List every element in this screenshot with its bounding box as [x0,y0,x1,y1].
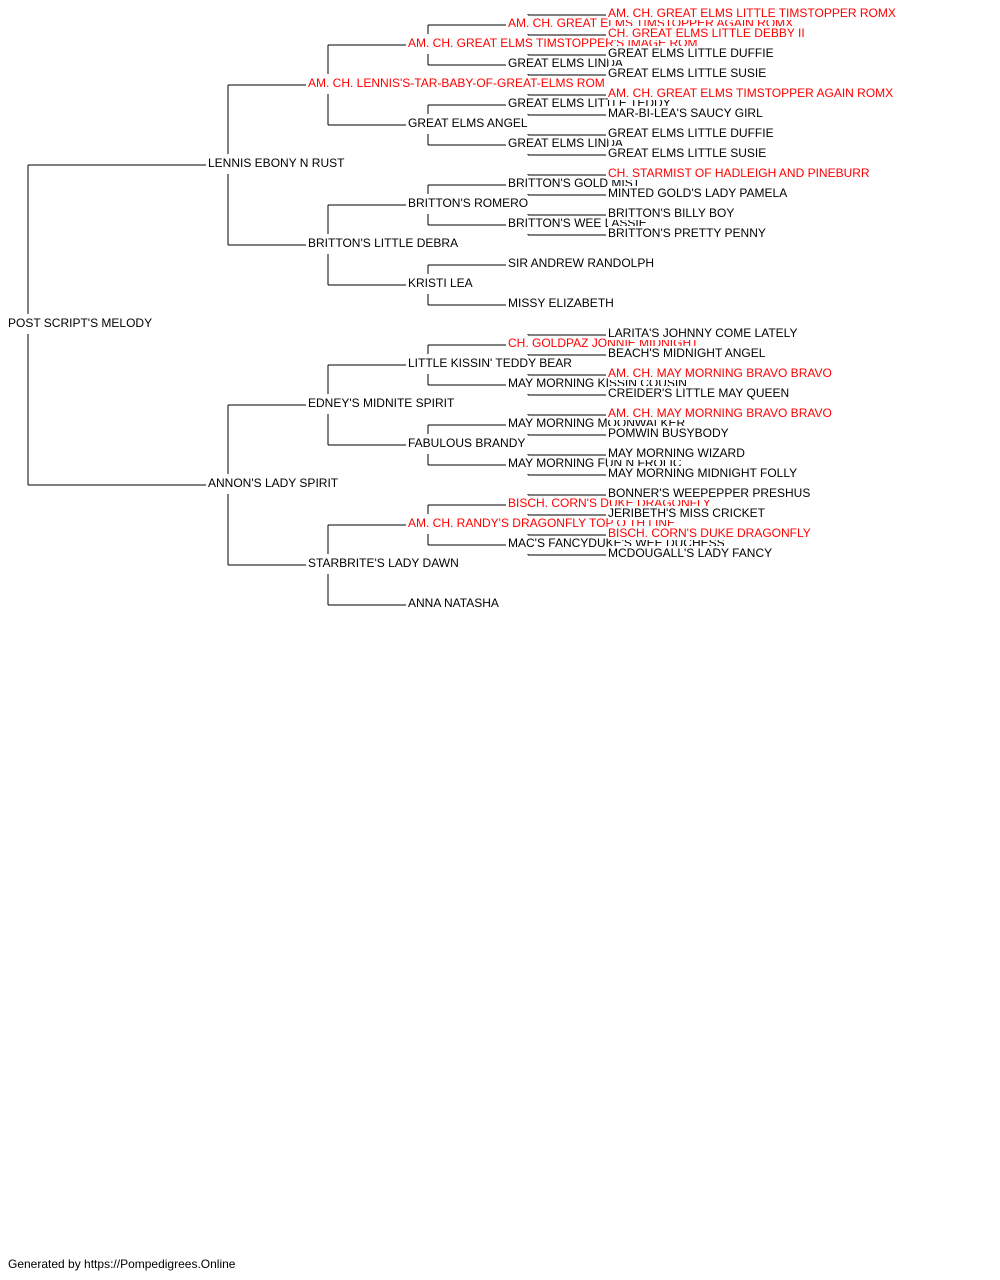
pedigree-name: BRITTON'S PRETTY PENNY [608,226,766,240]
pedigree-name: AM. CH. LENNIS'S-TAR-BABY-OF-GREAT-ELMS … [308,76,605,90]
pedigree-name: GREAT ELMS LITTLE SUSIE [608,146,767,160]
pedigree-name: AM. CH. GREAT ELMS LITTLE TIMSTOPPER ROM… [608,6,896,20]
pedigree-name: BISCH. CORN'S DUKE DRAGONFLY [608,526,811,540]
pedigree-name: GREAT ELMS LITTLE DUFFIE [608,126,774,140]
pedigree-name: MINTED GOLD'S LADY PAMELA [608,186,788,200]
footer-credit: Generated by https://Pompedigrees.Online [8,1257,236,1271]
pedigree-name: ANNA NATASHA [408,596,499,610]
pedigree-name: LARITA'S JOHNNY COME LATELY [608,326,798,340]
pedigree-name: BRITTON'S LITTLE DEBRA [308,236,459,250]
pedigree-name: JERIBETH'S MISS CRICKET [608,506,765,520]
pedigree-name: MISSY ELIZABETH [508,296,614,310]
pedigree-name: MAY MORNING MIDNIGHT FOLLY [608,466,798,480]
pedigree-name: CH. STARMIST OF HADLEIGH AND PINEBURR [608,166,870,180]
pedigree-name: AM. CH. GREAT ELMS TIMSTOPPER AGAIN ROMX [608,86,894,100]
pedigree-name: LENNIS EBONY N RUST [208,156,345,170]
pedigree-name: AM. CH. MAY MORNING BRAVO BRAVO [608,366,832,380]
pedigree-name: GREAT ELMS LINDA [508,56,623,70]
pedigree-name: SIR ANDREW RANDOLPH [508,256,655,270]
pedigree-name: BRITTON'S BILLY BOY [608,206,735,220]
pedigree-name: MCDOUGALL'S LADY FANCY [608,546,773,560]
pedigree-name: BRITTON'S ROMERO [408,196,529,210]
pedigree-name: GREAT ELMS ANGEL [408,116,528,130]
pedigree-name: POMWIN BUSYBODY [608,426,729,440]
pedigree-name: AM. CH. MAY MORNING BRAVO BRAVO [608,406,832,420]
pedigree-name: MAY MORNING WIZARD [608,446,745,460]
pedigree-name: GREAT ELMS LITTLE DUFFIE [608,46,774,60]
pedigree-name: BONNER'S WEEPEPPER PRESHUS [608,486,811,500]
pedigree-name: STARBRITE'S LADY DAWN [308,556,459,570]
pedigree-name: GREAT ELMS LITTLE SUSIE [608,66,767,80]
pedigree-name: CREIDER'S LITTLE MAY QUEEN [608,386,790,400]
pedigree-name: EDNEY'S MIDNITE SPIRIT [308,396,455,410]
pedigree-name: MAR-BI-LEA'S SAUCY GIRL [608,106,763,120]
pedigree-name: KRISTI LEA [408,276,473,290]
pedigree-name: POST SCRIPT'S MELODY [8,316,153,330]
pedigree-name: ANNON'S LADY SPIRIT [208,476,339,490]
pedigree-name: GREAT ELMS LINDA [508,136,623,150]
pedigree-name: FABULOUS BRANDY [408,436,526,450]
pedigree-name: BRITTON'S GOLD MIST [508,176,641,190]
pedigree-name: LITTLE KISSIN' TEDDY BEAR [408,356,572,370]
pedigree-name: BEACH'S MIDNIGHT ANGEL [608,346,766,360]
pedigree-name: CH. GREAT ELMS LITTLE DEBBY II [608,26,805,40]
